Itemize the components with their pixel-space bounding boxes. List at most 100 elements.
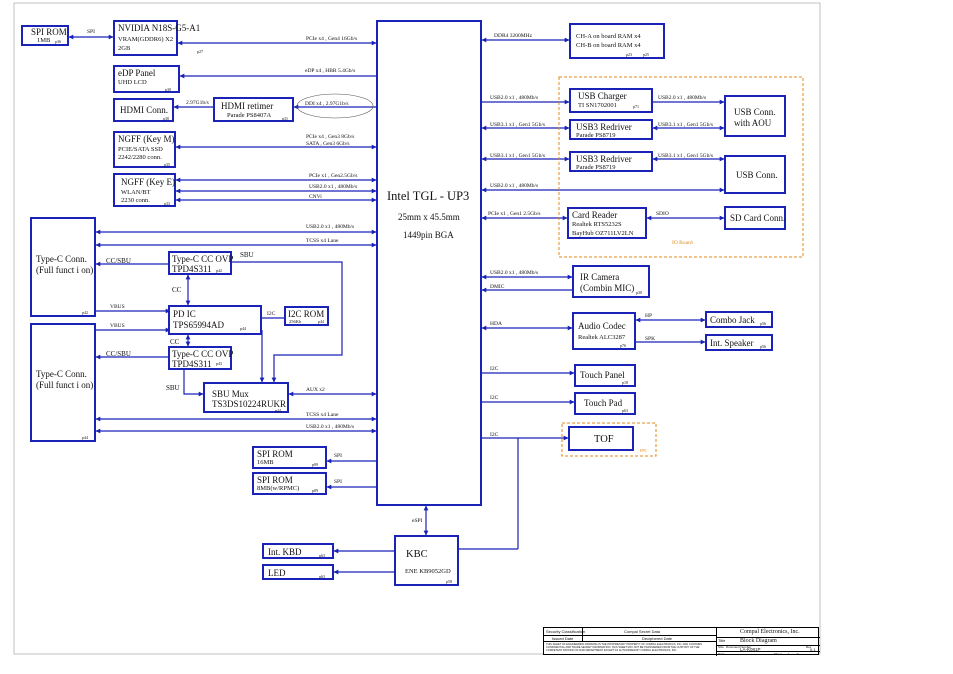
hdmi-retimer-title: HDMI retimer [221, 101, 274, 111]
redriver1-block: USB3 Redriver Parade PS8719 [569, 119, 653, 140]
edp-block: eDP Panel UHD LCD p30 [113, 65, 180, 93]
ovp2-sub: TPD4S311 [172, 359, 212, 369]
combo-jack-block: Combo Jack p56 [705, 311, 773, 328]
ngff-m-page: p35 [164, 162, 170, 167]
label-sdio: SDIO [656, 211, 669, 217]
spi-rom16-block: SPI ROM 16MB p09 [252, 446, 327, 469]
audio-codec-sub: Realtek ALC3287 [578, 334, 626, 341]
kbc-sub: ENE KB9052GD [405, 568, 451, 575]
label-hp: HP [645, 313, 653, 319]
label-tcss-1: TCSS x4 Lane [306, 238, 339, 244]
typec1-sub: (Full funct i on) [36, 265, 94, 275]
i2c-rom-sub: 256Kb [289, 319, 302, 324]
ddi-ellipse [296, 93, 374, 119]
ovp1-title: Type-C CC OVP [172, 254, 234, 264]
int-kbd-title: Int. KBD [268, 547, 302, 557]
sd-card-block: SD Card Conn. [724, 206, 786, 230]
sbu-mux-block: SBU Mux TS3DS10224RUKR p44 [203, 382, 289, 413]
io-board-label: IO Board [672, 240, 693, 246]
label-pcie-gen2: PCIe x1 , Gen2.5Gb/s [309, 173, 358, 179]
touch-panel-block: Touch Panel p18 [574, 364, 636, 387]
typec1-title: Type-C Conn. [36, 254, 87, 264]
spi-rom8-block: SPI ROM 8MB(w/RPMC) p09 [252, 472, 327, 495]
sbu-mux-page: p44 [275, 408, 281, 413]
ngff-m-title: NGFF (Key M) [118, 134, 175, 144]
combo-jack-page: p56 [760, 321, 766, 326]
ram-line1: CH-A on board RAM x4 [576, 33, 641, 40]
label-tcss-2: TCSS x4 Lane [306, 412, 339, 418]
line-sbu-ovp1-mux [232, 261, 343, 383]
ovp1-page: p42 [216, 268, 222, 273]
touch-pad-page: p63 [622, 408, 628, 413]
speaker-title: Int. Speaker [710, 338, 754, 348]
hdmi-conn-title: HDMI Conn. [120, 105, 169, 115]
label-hda: HDA [490, 321, 502, 327]
tb-sheet: Sheet [774, 652, 782, 656]
label-dmic: DMIC [490, 284, 505, 290]
ram-page1: p23 [626, 52, 632, 57]
label-i2c-tp: I2C [490, 366, 499, 372]
kbc-page: p58 [446, 579, 452, 584]
ngff-e-line3: 2230 conn. [121, 197, 150, 204]
led-page: p63 [319, 574, 325, 579]
label-spk: SPK [645, 336, 656, 342]
label-ddi: DDI x4 , 2.97G1b/s [305, 101, 349, 107]
spi-rom8-sub: 8MB(w/RPMC) [257, 485, 300, 492]
ram-block: CH-A on board RAM x4 CH-B on board RAM x… [569, 23, 665, 59]
edp-sub: UHD LCD [118, 79, 147, 86]
card-reader-line2: Realtek RTS5232S [572, 221, 622, 228]
tof-outline [561, 422, 657, 457]
led-title: LED [268, 568, 286, 578]
usb-aou-sub: with AOU [734, 118, 772, 128]
label-cc-2: CC [170, 338, 180, 346]
usb-charger-page: p71 [633, 104, 639, 109]
int-kbd-block: Int. KBD p63 [262, 543, 334, 559]
label-espi: eSPI [412, 518, 423, 524]
ngff-m-line2: PCIE/SATA SSD [118, 146, 163, 153]
typec1-page: p42 [82, 310, 88, 315]
gpu-size: 2GB [118, 45, 131, 52]
tb-deciphered: Deciphered Date [642, 636, 673, 641]
label-sbu-1: SBU [240, 251, 254, 259]
ngff-e-title: NGFF (Key E) [121, 177, 175, 187]
label-i2c-tof: I2C [490, 432, 499, 438]
ngff-e-line2: WLAN/BT [121, 189, 151, 196]
spi-rom16-sub: 16MB [257, 459, 274, 466]
tb-rev: Rev [806, 645, 812, 649]
line-i2c-tof-kbc [482, 437, 519, 549]
usb-conn-title: USB Conn. [736, 170, 778, 180]
redriver1-title: USB3 Redriver [576, 122, 632, 132]
ram-page2: p25 [643, 52, 649, 57]
gpu-block: NVIDIA N18S-G5-A1 VRAM(GDDR6) X2 2GB p27 [113, 20, 203, 56]
sd-card-title: SD Card Conn. [730, 213, 786, 223]
ir-camera-block: IR Camera (Combin MIC) p30 [572, 265, 650, 298]
title-block: Security Classification Compal Secret Da… [543, 627, 820, 656]
tb-sheet-val: 1 [788, 652, 790, 656]
edp-title: eDP Panel [118, 68, 156, 78]
label-sata: SATA , Gen3 6Gb/s [306, 141, 350, 147]
spi-rom-top-page: p36 [55, 39, 61, 44]
edp-page: p30 [165, 87, 171, 92]
label-vbus-2: VBUS [110, 323, 125, 329]
tb-date: Date: [718, 652, 726, 656]
typec2-sub: (Full funct i on) [36, 380, 94, 390]
label-usb2-conn: USB2.0 x1 , 480Mb/s [490, 183, 539, 189]
label-usb2-typec1: USB2.0 x1 , 480Mb/s [306, 224, 355, 230]
sheet-frame [13, 2, 821, 655]
label-spi-16: SPI [334, 453, 342, 459]
kbc-block: KBC ENE KB9052GD p58 [394, 535, 459, 586]
i2c-rom-block: I2C ROM 256Kb p44 [284, 306, 329, 326]
card-reader-title: Card Reader [572, 210, 618, 220]
pd-ic-page: p44 [240, 326, 246, 331]
tb-company: Compal Electronics, Inc. [740, 629, 800, 635]
label-sbu-2: SBU [166, 384, 180, 392]
spi-rom-top-sub: 1MB [37, 37, 51, 44]
audio-codec-page: p76 [620, 343, 626, 348]
label-pcie-card: PCIe x1 , Gen1 2.5Gb/s [488, 211, 541, 217]
usb-conn-block: USB Conn. [724, 155, 786, 194]
kbc-title: KBC [406, 549, 428, 560]
card-reader-block: Card Reader Realtek RTS5232S BayHub OZ71… [567, 207, 647, 239]
cpu-pins: 1449pin BGA [403, 230, 454, 240]
